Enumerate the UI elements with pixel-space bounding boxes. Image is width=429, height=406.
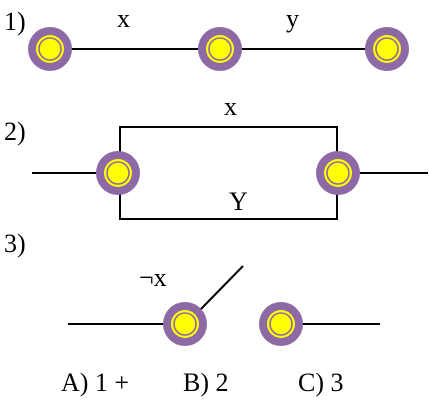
circuit-1-label-x: x (117, 4, 130, 33)
node-inner-ring (269, 312, 293, 336)
circuit-2-label-y: Y (229, 187, 248, 216)
node-core (41, 40, 59, 58)
circuit-1-node-right (365, 27, 409, 71)
circuit-1-node-middle (198, 27, 242, 71)
circuit-1: 1) x y (4, 4, 409, 71)
node-core (211, 40, 229, 58)
circuit-2-number: 2) (4, 117, 26, 146)
circuit-2-node-left (96, 151, 140, 195)
node-core (176, 315, 194, 333)
circuit-3-number: 3) (4, 229, 26, 258)
circuit-2-branch-top (119, 126, 338, 173)
node-inner-ring (106, 161, 130, 185)
node-core (272, 315, 290, 333)
circuit-3-label-notx: ¬x (139, 263, 167, 292)
circuit-1-node-left (28, 27, 72, 71)
circuit-3: 3) ¬x (4, 229, 380, 346)
answer-option-c[interactable]: C) 3 (298, 368, 344, 397)
circuit-2: 2) x Y (4, 92, 428, 220)
circuit-2-branch-bottom (119, 173, 338, 220)
circuit-3-node-right (259, 302, 303, 346)
node-inner-ring (326, 161, 350, 185)
answer-option-b[interactable]: B) 2 (183, 368, 229, 397)
node-inner-ring (208, 37, 232, 61)
circuit-1-number: 1) (4, 7, 26, 36)
node-inner-ring (173, 312, 197, 336)
answer-options: A) 1 + B) 2 C) 3 (61, 368, 344, 397)
node-inner-ring (38, 37, 62, 61)
circuit-2-node-right (316, 151, 360, 195)
node-core (378, 40, 396, 58)
circuit-3-node-left (163, 302, 207, 346)
circuit-3-switch-lever (199, 265, 244, 311)
node-core (109, 164, 127, 182)
answer-option-a[interactable]: A) 1 + (61, 368, 129, 397)
circuit-1-label-y: y (286, 4, 299, 33)
node-inner-ring (375, 37, 399, 61)
node-core (329, 164, 347, 182)
circuit-2-label-x: x (224, 92, 237, 121)
